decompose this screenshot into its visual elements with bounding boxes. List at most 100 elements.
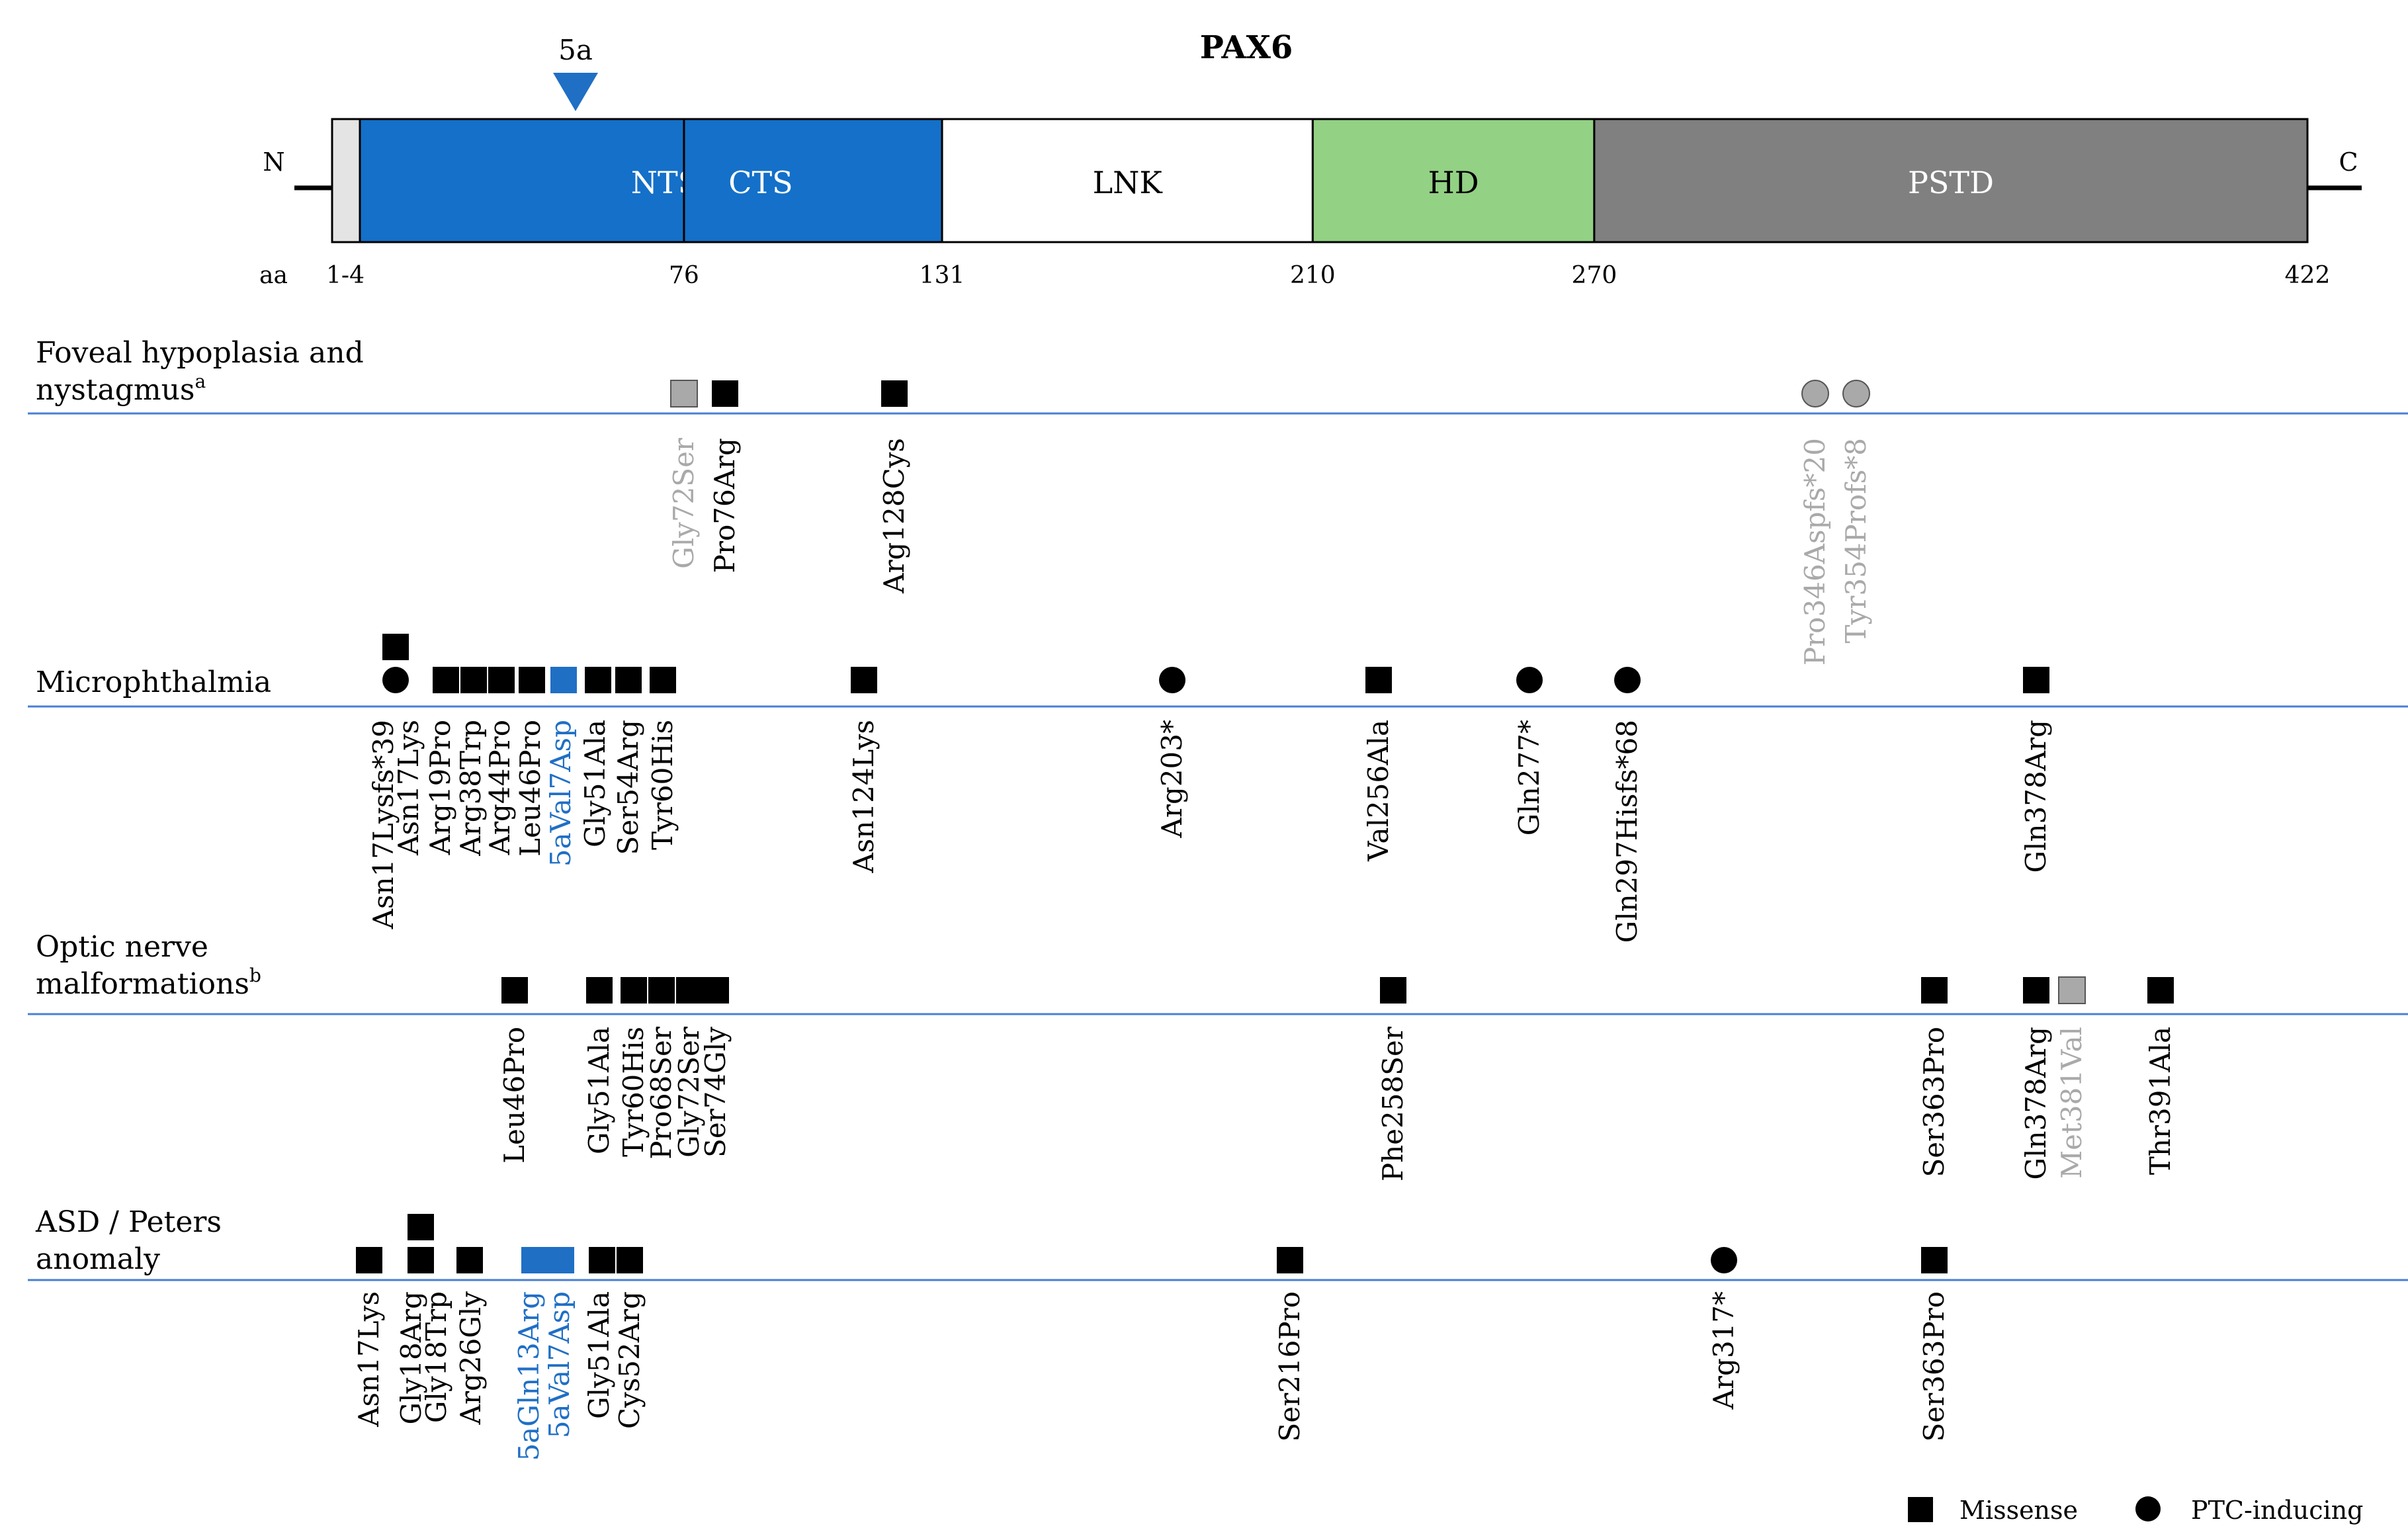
legend-ptc-symbol bbox=[2135, 1496, 2161, 1521]
domain-lnk bbox=[941, 118, 1314, 243]
panel-title-line: Microphthalmia bbox=[36, 665, 271, 699]
variant-label: Met381Val bbox=[2055, 1027, 2088, 1179]
missense-marker bbox=[521, 1247, 548, 1273]
missense-marker bbox=[703, 977, 729, 1004]
variant-label: Gln378Arg bbox=[2020, 720, 2052, 873]
variant-label: Pro68Ser bbox=[645, 1026, 677, 1160]
tick-label: 131 bbox=[920, 262, 965, 289]
domain-nts bbox=[359, 118, 685, 243]
variant-label: 5aGln13Arg bbox=[513, 1291, 545, 1461]
domain-start bbox=[331, 118, 361, 243]
variant-label: Gln277* bbox=[1513, 720, 1545, 835]
variant-label: Tyr60His bbox=[617, 1027, 650, 1157]
legend: Missense PTC-inducing bbox=[1908, 1496, 2364, 1525]
variant-label: 5aVal7Asp bbox=[544, 720, 577, 867]
tick-label: 270 bbox=[1572, 262, 1617, 289]
panel-title-line: malformationsb bbox=[36, 964, 261, 1001]
variant-label: Asn17Lysfs*39 bbox=[367, 720, 400, 929]
variant-label: Pro346Aspfs*20 bbox=[1799, 438, 1831, 665]
variant-label: Ser363Pro bbox=[1918, 1027, 1950, 1177]
missense-marker bbox=[676, 977, 703, 1004]
ptc-marker bbox=[1842, 380, 1870, 407]
tick-label: 422 bbox=[2285, 262, 2331, 289]
missense-marker bbox=[1277, 1247, 1303, 1273]
legend-missense-label: Missense bbox=[1959, 1496, 2078, 1525]
variant-label: Val256Ala bbox=[1362, 720, 1395, 862]
panel-title-line: nystagmusa bbox=[36, 370, 206, 407]
missense-marker bbox=[1921, 1247, 1948, 1273]
missense-marker bbox=[712, 380, 738, 407]
variant-label: Gly72Ser bbox=[673, 1026, 705, 1158]
missense-marker bbox=[1365, 667, 1392, 693]
domain-label-lnk: LNK bbox=[1093, 165, 1164, 200]
variant-label: Gly18Arg bbox=[395, 1291, 427, 1424]
variant-label: Ser363Pro bbox=[1918, 1291, 1950, 1442]
exon-5a-label: 5a bbox=[558, 34, 593, 66]
variant-label: Leu46Pro bbox=[514, 720, 546, 857]
panel-title-line: ASD / Peters bbox=[35, 1205, 222, 1239]
missense-marker bbox=[2023, 977, 2049, 1004]
variant-label: Arg19Pro bbox=[424, 720, 456, 855]
tick-label: 76 bbox=[669, 262, 699, 289]
panel-title-line: Optic nerve bbox=[36, 930, 208, 964]
domain-hd bbox=[1311, 118, 1596, 243]
missense-marker bbox=[382, 634, 409, 660]
missense-marker bbox=[648, 977, 675, 1004]
c-terminus-label: C bbox=[2339, 148, 2358, 177]
missense-marker bbox=[488, 667, 515, 693]
missense-marker bbox=[408, 1214, 434, 1240]
variant-label: Arg203* bbox=[1156, 720, 1188, 838]
ptc-marker bbox=[382, 667, 409, 693]
n-terminus-label: N bbox=[263, 148, 284, 177]
variant-label: Pro76Arg bbox=[709, 438, 741, 573]
variant-label: Cys52Arg bbox=[613, 1291, 646, 1429]
domain-pstd bbox=[1593, 118, 2309, 243]
missense-marker bbox=[2058, 976, 2086, 1004]
variant-label: Tyr354Profs*8 bbox=[1840, 438, 1872, 643]
legend-ptc-label: PTC-inducing bbox=[2191, 1496, 2364, 1525]
aa-label: aa bbox=[259, 262, 288, 289]
variant-label: 5aVal7Asp bbox=[543, 1291, 576, 1438]
variant-label: Thr391Ala bbox=[2144, 1027, 2176, 1175]
missense-marker bbox=[460, 667, 487, 693]
variant-label: Ser216Pro bbox=[1273, 1291, 1306, 1442]
missense-marker bbox=[1380, 977, 1406, 1004]
missense-marker bbox=[851, 667, 877, 693]
missense-marker bbox=[501, 977, 528, 1004]
variant-label: Gly51Ala bbox=[579, 720, 611, 847]
variant-label: Arg38Trp bbox=[454, 720, 487, 857]
diagram-title: PAX6 bbox=[1200, 29, 1293, 66]
missense-marker bbox=[550, 667, 577, 693]
missense-marker bbox=[589, 1247, 615, 1273]
missense-marker bbox=[586, 977, 613, 1004]
ptc-marker bbox=[1159, 667, 1185, 693]
legend-missense-symbol bbox=[1908, 1497, 1933, 1522]
tick-label: 210 bbox=[1290, 262, 1336, 289]
variant-label: Tyr60His bbox=[646, 720, 679, 850]
variant-label: Arg128Cys bbox=[878, 438, 910, 594]
variant-label: Arg44Pro bbox=[484, 720, 516, 855]
variant-label: Asn17Lys bbox=[392, 720, 425, 856]
missense-marker bbox=[615, 667, 642, 693]
variant-label: Arg26Gly bbox=[454, 1291, 487, 1426]
ptc-marker bbox=[1614, 667, 1641, 693]
panel-title-line: anomaly bbox=[36, 1242, 160, 1276]
variant-label: Gln297Hisfs*68 bbox=[1611, 720, 1643, 943]
missense-marker bbox=[1921, 977, 1948, 1004]
missense-marker bbox=[621, 977, 647, 1004]
ptc-marker bbox=[1801, 380, 1829, 407]
tick-label: 1-4 bbox=[326, 262, 365, 289]
panel-title-line: Foveal hypoplasia and bbox=[36, 336, 364, 370]
variant-label: Asn124Lys bbox=[847, 720, 880, 874]
ptc-marker bbox=[1516, 667, 1543, 693]
variant-label: Phe258Ser bbox=[1377, 1026, 1409, 1181]
variant-label: Leu46Pro bbox=[498, 1027, 531, 1164]
missense-marker bbox=[650, 667, 676, 693]
domain-label-cts: CTS bbox=[728, 165, 793, 200]
variant-label: Arg317* bbox=[1707, 1291, 1740, 1410]
